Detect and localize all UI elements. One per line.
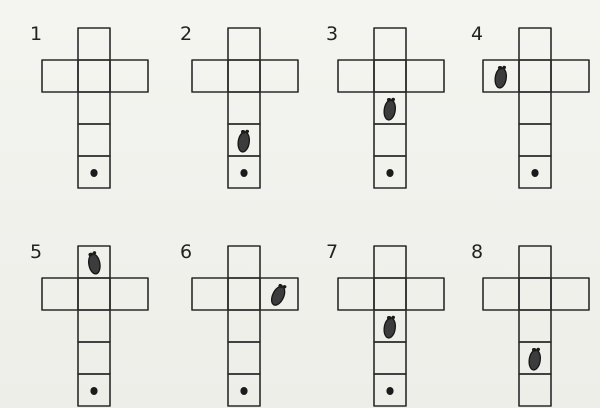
cross-cell <box>78 92 110 124</box>
cross-cell <box>228 342 260 374</box>
cross-cell <box>78 28 110 60</box>
cross-cell <box>374 246 406 278</box>
cross-cell <box>260 60 298 92</box>
panel-number: 3 <box>326 23 338 45</box>
cross-cell <box>374 124 406 156</box>
footprint-sole <box>494 67 508 88</box>
cross-cell <box>406 278 444 310</box>
cross-net-panel: 7 <box>326 241 444 406</box>
cross-cell <box>228 60 260 92</box>
cross-cell <box>78 310 110 342</box>
footprint-sole <box>237 131 251 152</box>
panel-number: 4 <box>471 23 483 45</box>
footprint-icon <box>528 347 542 371</box>
cross-cell <box>228 28 260 60</box>
cross-cell <box>192 60 228 92</box>
footprint-sole <box>87 253 101 275</box>
dot-icon <box>386 169 393 177</box>
cross-cell <box>374 60 406 92</box>
cross-cell <box>42 278 78 310</box>
panel-number: 2 <box>180 23 192 45</box>
footprint-icon <box>237 129 251 153</box>
panel-number: 8 <box>471 241 483 263</box>
dot-icon <box>90 387 97 395</box>
cross-cell <box>338 278 374 310</box>
cross-net-panel: 2 <box>180 23 298 188</box>
cross-cell <box>338 60 374 92</box>
cross-net-panel: 1 <box>30 23 148 188</box>
cross-cell <box>78 124 110 156</box>
cross-cell <box>192 278 228 310</box>
cross-cell <box>374 278 406 310</box>
cross-cell <box>374 28 406 60</box>
footprint-icon <box>494 65 508 89</box>
cross-cell <box>228 278 260 310</box>
cross-cell <box>228 246 260 278</box>
cross-cell <box>519 310 551 342</box>
cross-cell <box>374 342 406 374</box>
dot-icon <box>90 169 97 177</box>
cross-cell <box>78 278 110 310</box>
dot-icon <box>386 387 393 395</box>
footprint-icon <box>269 282 289 307</box>
panel-number: 7 <box>326 241 338 263</box>
cross-cell <box>519 124 551 156</box>
cross-cell <box>519 374 551 406</box>
cross-net-panel: 3 <box>326 23 444 188</box>
dot-icon <box>240 387 247 395</box>
cross-cell <box>110 60 148 92</box>
cross-cell <box>42 60 78 92</box>
cross-cell <box>519 278 551 310</box>
cross-net-panel: 5 <box>30 241 148 406</box>
footprint-icon <box>87 251 102 275</box>
cross-net-panel: 6 <box>180 241 298 406</box>
cross-cell <box>78 342 110 374</box>
footprint-icon <box>383 97 397 121</box>
footprint-sole <box>383 317 397 338</box>
panel-number: 5 <box>30 241 42 263</box>
cross-cell <box>406 60 444 92</box>
cross-cell <box>551 278 589 310</box>
cross-cell <box>110 278 148 310</box>
dot-icon <box>240 169 247 177</box>
cross-cell <box>551 60 589 92</box>
cross-net-panel: 4 <box>471 23 589 188</box>
cross-cell <box>519 92 551 124</box>
footprint-sole <box>383 99 397 120</box>
cross-cell <box>519 246 551 278</box>
cross-cell <box>483 278 519 310</box>
cross-cell <box>519 28 551 60</box>
dot-icon <box>531 169 538 177</box>
cross-cell <box>228 310 260 342</box>
cross-net-panel: 8 <box>471 241 589 406</box>
cross-cell <box>519 60 551 92</box>
cross-cell <box>78 60 110 92</box>
cross-cell <box>228 92 260 124</box>
footprint-icon <box>383 315 397 339</box>
footprint-sole <box>528 349 542 370</box>
panel-number: 1 <box>30 23 42 45</box>
panel-number: 6 <box>180 241 192 263</box>
